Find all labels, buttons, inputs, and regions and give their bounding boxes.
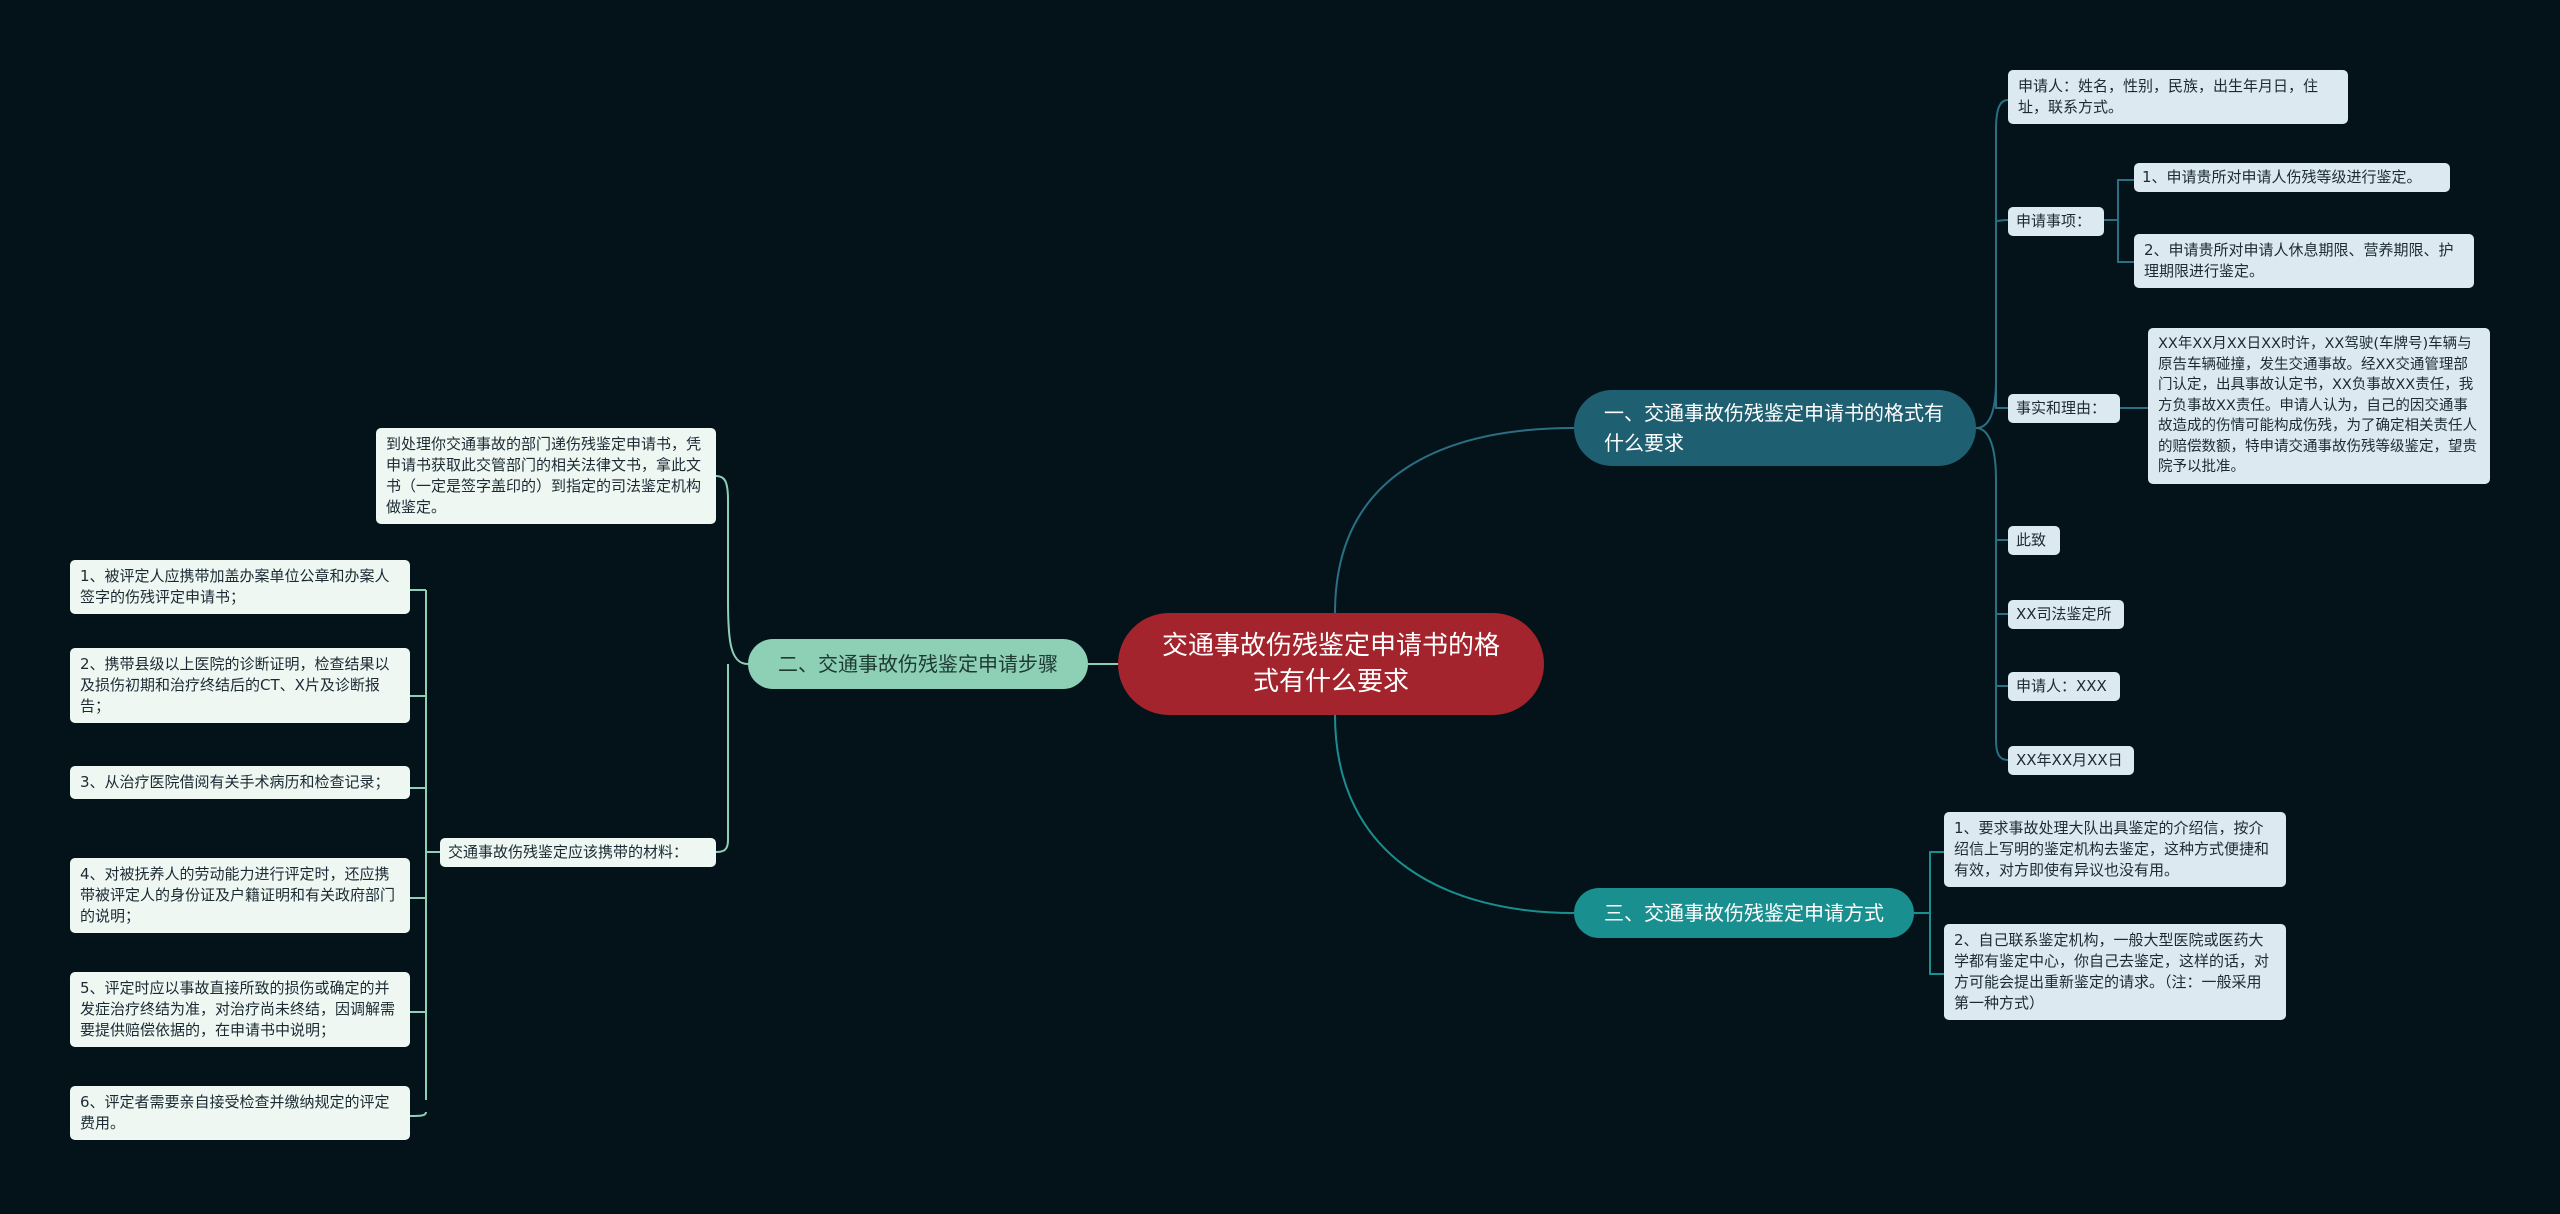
material-item-text: 3、从治疗医院借阅有关手术病历和检查记录；: [80, 773, 390, 791]
branch-format-requirements-label: 一、交通事故伤残鉴定申请书的格式有什么要求: [1604, 401, 1944, 455]
facts-label-card[interactable]: 事实和理由：: [2008, 394, 2120, 423]
branch-application-methods[interactable]: 三、交通事故伤残鉴定申请方式: [1574, 888, 1914, 938]
material-item-text: 5、评定时应以事故直接所致的损伤或确定的并发症治疗终结为准，对治疗尚未终结，因调…: [80, 979, 396, 1039]
request-label-text: 申请事项：: [2016, 212, 2092, 230]
material-item-text: 2、携带县级以上医院的诊断证明，检查结果以及损伤初期和治疗终结后的CT、X片及诊…: [80, 655, 390, 715]
signature-card[interactable]: 申请人：XXX: [2008, 672, 2120, 701]
method-item-text: 2、自己联系鉴定机构，一般大型医院或医药大学都有鉴定中心，你自己去鉴定，这样的话…: [1954, 931, 2270, 1012]
material-item-text: 1、被评定人应携带加盖办案单位公章和办案人签字的伤残评定申请书；: [80, 567, 390, 606]
branch-application-methods-label: 三、交通事故伤残鉴定申请方式: [1604, 901, 1884, 925]
root-topic-label: 交通事故伤残鉴定申请书的格式有什么要求: [1161, 631, 1500, 697]
request-item-card[interactable]: 1、申请贵所对申请人伤残等级进行鉴定。: [2134, 163, 2450, 192]
date-card[interactable]: XX年XX月XX日: [2008, 746, 2134, 775]
applicant-info-card[interactable]: 申请人：姓名，性别，民族，出生年月日，住址，联系方式。: [2008, 70, 2348, 124]
material-item-text: 6、评定者需要亲自接受检查并缴纳规定的评定费用。: [80, 1093, 390, 1132]
method-item-card[interactable]: 2、自己联系鉴定机构，一般大型医院或医药大学都有鉴定中心，你自己去鉴定，这样的话…: [1944, 924, 2286, 1020]
material-item-card[interactable]: 4、对被抚养人的劳动能力进行评定时，还应携带被评定人的身份证及户籍证明和有关政府…: [70, 858, 410, 933]
material-item-text: 4、对被抚养人的劳动能力进行评定时，还应携带被评定人的身份证及户籍证明和有关政府…: [80, 865, 396, 925]
recipient-text: XX司法鉴定所: [2016, 605, 2112, 623]
closing-text: 此致: [2016, 531, 2047, 549]
date-text: XX年XX月XX日: [2016, 751, 2123, 769]
material-item-card[interactable]: 6、评定者需要亲自接受检查并缴纳规定的评定费用。: [70, 1086, 410, 1140]
materials-label-text: 交通事故伤残鉴定应该携带的材料：: [448, 843, 689, 861]
material-item-card[interactable]: 2、携带县级以上医院的诊断证明，检查结果以及损伤初期和治疗终结后的CT、X片及诊…: [70, 648, 410, 723]
materials-label-card[interactable]: 交通事故伤残鉴定应该携带的材料：: [440, 838, 716, 867]
method-item-card[interactable]: 1、要求事故处理大队出具鉴定的介绍信，按介绍信上写明的鉴定机构去鉴定，这种方式便…: [1944, 812, 2286, 887]
facts-text-card[interactable]: XX年XX月XX日XX时许，XX驾驶(车牌号)车辆与原告车辆碰撞，发生交通事故。…: [2148, 328, 2490, 484]
branch-format-requirements[interactable]: 一、交通事故伤残鉴定申请书的格式有什么要求: [1574, 390, 1976, 466]
root-topic[interactable]: 交通事故伤残鉴定申请书的格式有什么要求: [1118, 613, 1544, 715]
facts-label-text: 事实和理由：: [2016, 399, 2107, 417]
closing-card[interactable]: 此致: [2008, 526, 2060, 555]
recipient-card[interactable]: XX司法鉴定所: [2008, 600, 2124, 629]
step-intro-card[interactable]: 到处理你交通事故的部门递伤残鉴定申请书，凭申请书获取此交管部门的相关法律文书，拿…: [376, 428, 716, 524]
request-item-card[interactable]: 2、申请贵所对申请人休息期限、营养期限、护理期限进行鉴定。: [2134, 234, 2474, 288]
applicant-info-text: 申请人：姓名，性别，民族，出生年月日，住址，联系方式。: [2018, 77, 2319, 116]
material-item-card[interactable]: 1、被评定人应携带加盖办案单位公章和办案人签字的伤残评定申请书；: [70, 560, 410, 614]
branch-application-steps[interactable]: 二、交通事故伤残鉴定申请步骤: [748, 639, 1088, 689]
request-item-text: 2、申请贵所对申请人休息期限、营养期限、护理期限进行鉴定。: [2144, 241, 2454, 280]
step-intro-text: 到处理你交通事故的部门递伤残鉴定申请书，凭申请书获取此交管部门的相关法律文书，拿…: [386, 435, 702, 516]
signature-text: 申请人：XXX: [2016, 677, 2107, 695]
facts-text: XX年XX月XX日XX时许，XX驾驶(车牌号)车辆与原告车辆碰撞，发生交通事故。…: [2158, 336, 2477, 475]
request-item-text: 1、申请贵所对申请人伤残等级进行鉴定。: [2142, 168, 2422, 186]
material-item-card[interactable]: 5、评定时应以事故直接所致的损伤或确定的并发症治疗终结为准，对治疗尚未终结，因调…: [70, 972, 410, 1047]
request-label-card[interactable]: 申请事项：: [2008, 207, 2104, 236]
branch-application-steps-label: 二、交通事故伤残鉴定申请步骤: [778, 652, 1058, 676]
material-item-card[interactable]: 3、从治疗医院借阅有关手术病历和检查记录；: [70, 766, 410, 799]
method-item-text: 1、要求事故处理大队出具鉴定的介绍信，按介绍信上写明的鉴定机构去鉴定，这种方式便…: [1954, 819, 2270, 879]
